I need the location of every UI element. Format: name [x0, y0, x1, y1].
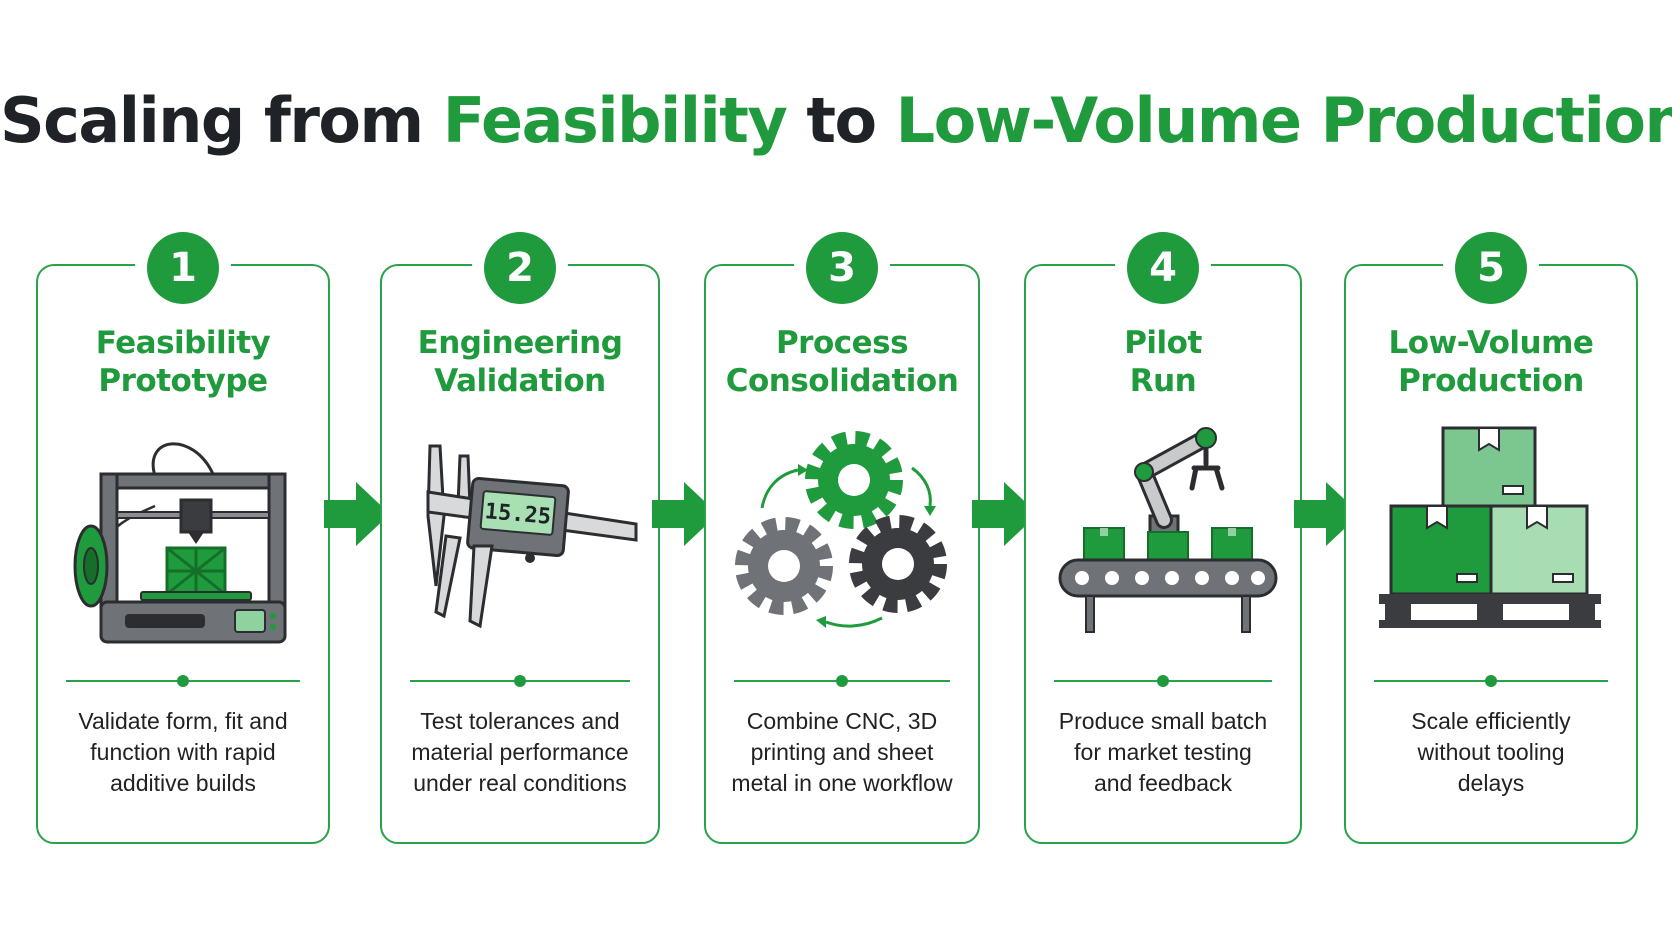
title-part-3: to [786, 84, 896, 157]
step-divider-3 [734, 675, 950, 687]
step-description-3: Combine CNC, 3D printing and sheet metal… [731, 708, 953, 796]
step-title-4: Pilot Run [1124, 325, 1202, 399]
3d-printer-icon [73, 442, 287, 644]
step-badge-4: 4 [1127, 232, 1199, 304]
step-divider-4 [1054, 675, 1272, 687]
arrow-right-icon-3 [972, 482, 1038, 546]
step-card-1: 1 Feasibility Prototype Validate f [36, 232, 330, 844]
digital-caliper-icon: 15.25 [426, 444, 638, 629]
step-title-5: Low-Volume Production [1388, 325, 1594, 399]
step-card-3: 3 Process Consolidation [704, 232, 980, 844]
caliper-readout: 15.25 [484, 499, 552, 530]
step-card-2: 2 Engineering Validation 15.25 Test tole… [380, 232, 660, 844]
step-divider-5 [1374, 675, 1608, 687]
step-badge-1: 1 [147, 232, 219, 304]
step-badge-5: 5 [1455, 232, 1527, 304]
step-divider-1 [66, 675, 300, 687]
arrow-right-icon-1 [324, 482, 390, 546]
gears-cycle-icon [735, 431, 947, 628]
step-description-2: Test tolerances and material performance… [411, 708, 629, 796]
title-part-4: Low-Volume Production [895, 84, 1672, 157]
arrow-right-icon-2 [652, 482, 718, 546]
step-title-3: Process Consolidation [725, 325, 959, 399]
step-card-4: 4 Pilot Run [1024, 232, 1302, 844]
page-title: Scaling from Feasibility to Low-Volume P… [0, 84, 1672, 157]
step-description-5: Scale efficiently without tooling delays [1411, 708, 1571, 796]
step-title-2: Engineering Validation [417, 325, 623, 399]
title-part-1: Scaling from [0, 84, 443, 157]
step-badge-2: 2 [484, 232, 556, 304]
arrow-right-icon-4 [1294, 482, 1360, 546]
robot-arm-conveyor-icon [1058, 427, 1278, 633]
step-description-4: Produce small batch for market testing a… [1058, 708, 1268, 796]
step-description-1: Validate form, fit and function with rap… [78, 708, 288, 796]
step-card-5: 5 Low-Volume Production Scale efficientl… [1344, 232, 1638, 844]
step-title-1: Feasibility Prototype [95, 325, 271, 399]
step-divider-2 [410, 675, 630, 687]
title-part-2: Feasibility [442, 84, 788, 157]
boxes-pallet-icon [1379, 426, 1601, 628]
step-badge-3: 3 [806, 232, 878, 304]
